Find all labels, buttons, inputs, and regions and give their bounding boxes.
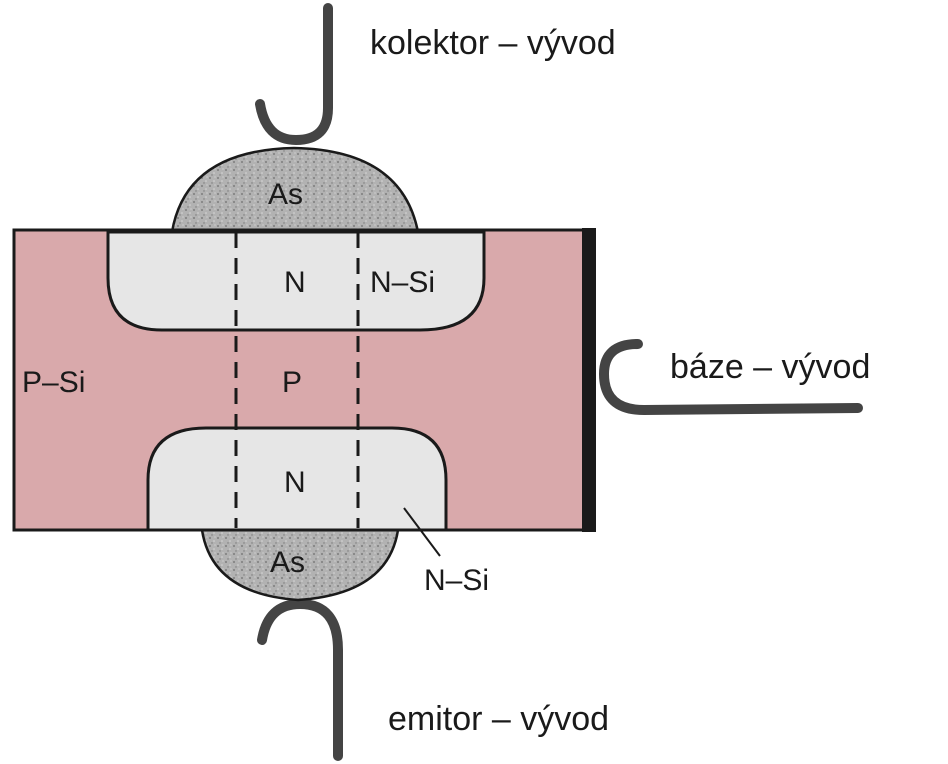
- collector-lead: [255, 3, 333, 146]
- emitter-lead: [257, 598, 343, 761]
- emitter-n-region: [146, 426, 448, 532]
- emitter-nsi-pointer: [403, 507, 441, 557]
- base-terminal-label: báze – vývod: [670, 348, 870, 386]
- base-contact-strip: [582, 228, 596, 532]
- top-arsenic-contact: [170, 146, 420, 234]
- base-lead: [598, 339, 863, 416]
- bottom-arsenic-label: As: [270, 546, 305, 579]
- bottom-arsenic-contact: [200, 528, 400, 602]
- collector-n-label: N: [284, 266, 306, 299]
- collector-terminal-label: kolektor – vývod: [370, 24, 616, 62]
- emitter-nsi-label: N–Si: [424, 564, 489, 597]
- substrate-label: P–Si: [22, 366, 85, 399]
- emitter-terminal-label: emitor – vývod: [388, 700, 609, 738]
- top-arsenic-label: As: [268, 178, 303, 211]
- base-p-label: P: [282, 366, 302, 399]
- emitter-n-label: N: [284, 466, 306, 499]
- collector-n-region: [106, 230, 486, 332]
- collector-nsi-label: N–Si: [370, 266, 435, 299]
